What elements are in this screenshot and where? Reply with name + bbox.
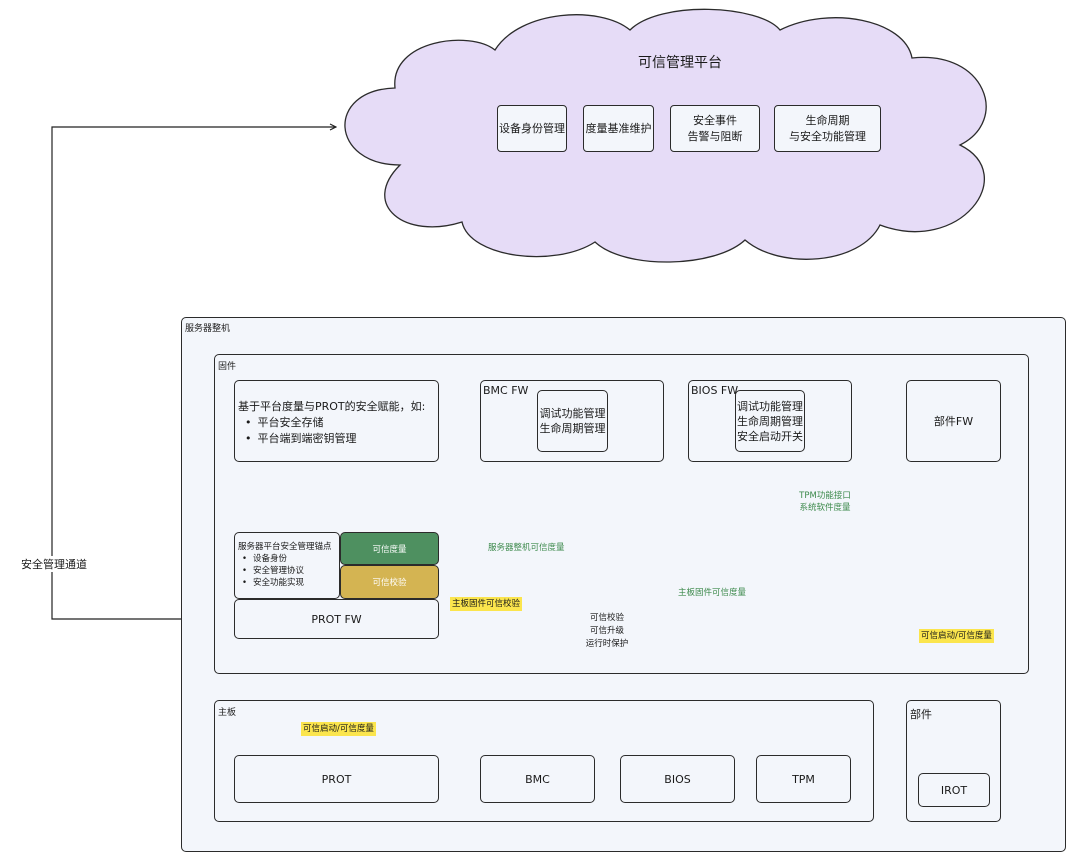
- server-label: 服务器整机: [185, 324, 231, 334]
- anchor-bullet: 设备身份: [242, 553, 339, 565]
- mainboard-boot-label: 可信启动/可信度量: [301, 722, 376, 736]
- security-channel-line: [51, 127, 336, 620]
- cloud-title: 可信管理平台: [638, 55, 722, 71]
- trust-diamond-label: 可信校验 可信升级 运行时保护: [585, 612, 629, 649]
- bmc-fw-label: BMC FW: [483, 384, 529, 397]
- anchor-title: 服务器平台安全管理锚点: [238, 542, 332, 552]
- bmc-fw-inner: 调试功能管理 生命周期管理: [537, 390, 608, 452]
- mainboard-item-bmc: BMC: [480, 755, 595, 803]
- mainboard-item-prot: PROT: [234, 755, 439, 803]
- anchor-bullet: 安全功能实现: [242, 577, 339, 589]
- board-fw-measure-label: 主板固件可信度量: [676, 587, 749, 599]
- trusted-measure-box: 可信度量: [340, 532, 439, 565]
- cloud-item-device-identity: 设备身份管理: [497, 105, 567, 152]
- capability-box: 基于平台度量与PROT的安全赋能，如: 平台安全存储 平台端到端密钥管理: [234, 380, 439, 462]
- capability-title: 基于平台度量与PROT的安全赋能，如:: [238, 400, 426, 413]
- anchor-box: 服务器平台安全管理锚点 设备身份 安全管理协议 安全功能实现: [234, 532, 340, 599]
- component-fw-box: 部件FW: [906, 380, 1001, 462]
- anchor-bullet: 安全管理协议: [242, 565, 339, 577]
- mainboard-label: 主板: [218, 708, 237, 718]
- tpm-interface-label: TPM功能接口 系统软件度量: [790, 488, 860, 516]
- cloud-item-baseline: 度量基准维护: [583, 105, 654, 152]
- board-fw-verify-label: 主板固件可信校验: [450, 597, 523, 611]
- security-channel-label: 安全管理通道: [20, 556, 88, 572]
- irot-box: IROT: [918, 773, 990, 807]
- firmware-label: 固件: [218, 362, 237, 372]
- bios-fw-label: BIOS FW: [691, 384, 739, 397]
- capability-bullet: 平台端到端密钥管理: [245, 431, 438, 447]
- cloud-shape: [344, 8, 987, 263]
- trusted-verify-box: 可信校验: [340, 565, 439, 599]
- mainboard-item-bios: BIOS: [620, 755, 735, 803]
- capability-bullet: 平台安全存储: [245, 415, 438, 431]
- cloud-item-security-event: 安全事件 告警与阻断: [670, 105, 760, 152]
- component-label: 部件: [910, 708, 932, 721]
- server-measure-label: 服务器整机可信度量: [485, 542, 568, 554]
- component-boot-label: 可信启动/可信度量: [919, 629, 994, 643]
- bios-fw-inner: 调试功能管理 生命周期管理 安全启动开关: [735, 390, 805, 452]
- mainboard-item-tpm: TPM: [756, 755, 851, 803]
- cloud-item-lifecycle: 生命周期 与安全功能管理: [774, 105, 881, 152]
- prot-fw-box: PROT FW: [234, 599, 439, 639]
